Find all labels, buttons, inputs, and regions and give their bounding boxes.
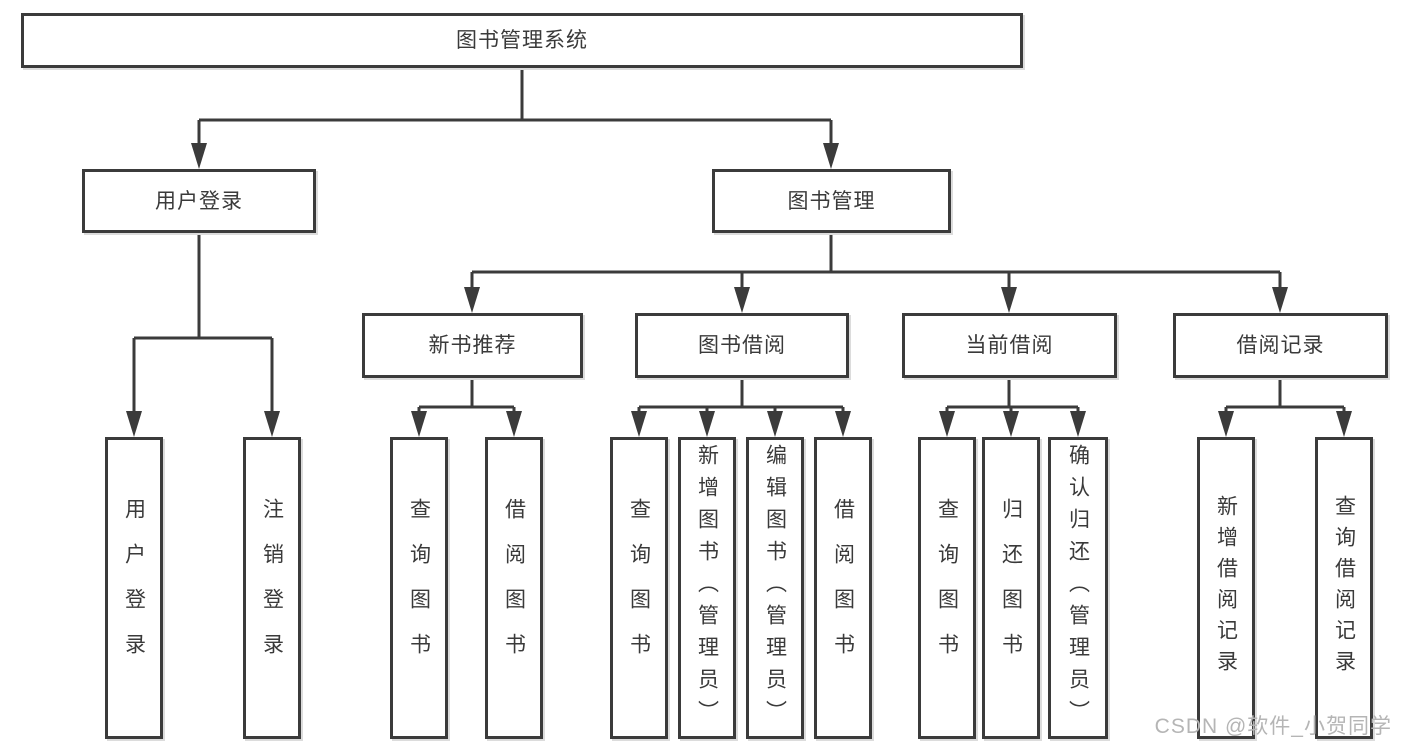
arrowhead-down-icon — [264, 411, 280, 437]
arrowheads — [126, 143, 1352, 437]
arrowhead-down-icon — [823, 143, 839, 169]
arrowhead-down-icon — [734, 287, 750, 313]
arrowhead-down-icon — [699, 411, 715, 437]
arrowhead-down-icon — [939, 411, 955, 437]
node-user-login-group: 用户登录 — [82, 169, 316, 233]
arrowhead-down-icon — [1001, 287, 1017, 313]
leaf-query-books-recommend: 查询图书 — [390, 437, 448, 739]
leaf-logout: 注销登录 — [243, 437, 301, 739]
connector-lines — [132, 68, 1346, 412]
leaf-borrow-books-recommend: 借阅图书 — [485, 437, 543, 739]
arrowhead-down-icon — [126, 411, 142, 437]
arrowhead-down-icon — [631, 411, 647, 437]
arrowhead-down-icon — [1336, 411, 1352, 437]
node-current-borrow: 当前借阅 — [902, 313, 1117, 378]
arrowhead-down-icon — [411, 411, 427, 437]
watermark: CSDN @软件_小贺同学 — [1154, 715, 1392, 738]
leaf-edit-book-admin: 编辑图书（管理员） — [746, 437, 804, 739]
arrowhead-down-icon — [464, 287, 480, 313]
arrowhead-down-icon — [835, 411, 851, 437]
node-book-management: 图书管理 — [712, 169, 951, 233]
leaf-add-borrow-record: 新增借阅记录 — [1197, 437, 1255, 739]
leaf-borrow-books: 借阅图书 — [814, 437, 872, 739]
arrowhead-down-icon — [1218, 411, 1234, 437]
leaf-query-books-current: 查询图书 — [918, 437, 976, 739]
leaf-confirm-return-admin: 确认归还（管理员） — [1048, 437, 1108, 739]
leaf-return-book: 归还图书 — [982, 437, 1040, 739]
arrowhead-down-icon — [191, 143, 207, 169]
node-borrow-records: 借阅记录 — [1173, 313, 1388, 378]
arrowhead-down-icon — [1003, 411, 1019, 437]
leaf-query-borrow-record: 查询借阅记录 — [1315, 437, 1373, 739]
leaf-query-books-borrow: 查询图书 — [610, 437, 668, 739]
arrowhead-down-icon — [767, 411, 783, 437]
node-new-book-recommend: 新书推荐 — [362, 313, 583, 378]
arrowhead-down-icon — [1070, 411, 1086, 437]
node-root: 图书管理系统 — [21, 13, 1023, 68]
arrowhead-down-icon — [506, 411, 522, 437]
node-book-borrow: 图书借阅 — [635, 313, 849, 378]
arrowhead-down-icon — [1272, 287, 1288, 313]
leaf-user-login: 用户登录 — [105, 437, 163, 739]
leaf-add-book-admin: 新增图书（管理员） — [678, 437, 736, 739]
